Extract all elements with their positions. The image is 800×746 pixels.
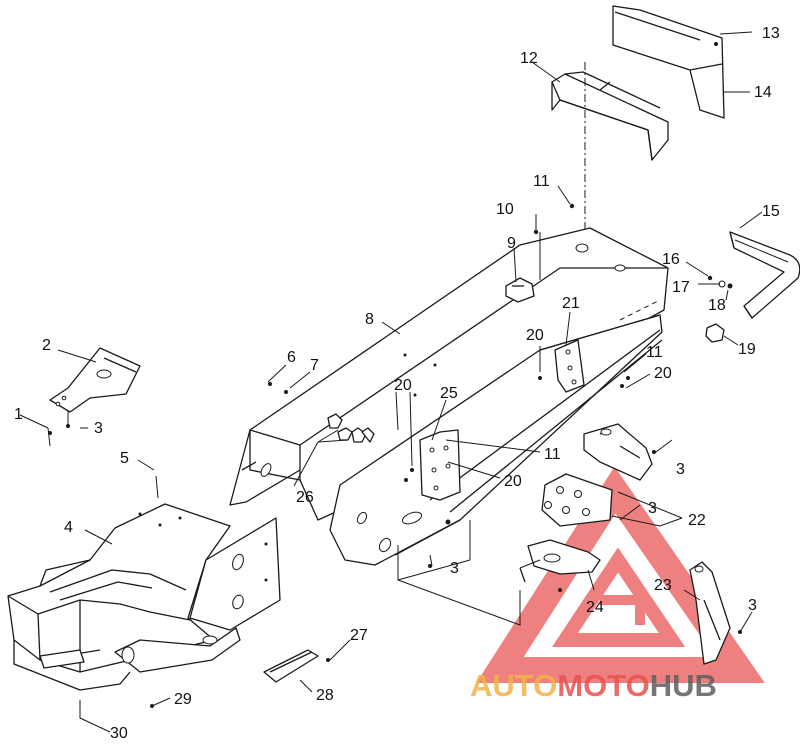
part-24-link xyxy=(519,539,601,583)
callout-12: 12 xyxy=(520,50,538,67)
svg-text:AUTOMOTOHUB: AUTOMOTOHUB xyxy=(470,668,717,703)
part-21-plate xyxy=(554,339,585,393)
callout-11-a: 11 xyxy=(533,173,550,190)
part-14-panel xyxy=(612,5,725,119)
callout-7: 7 xyxy=(310,357,319,374)
callout-1: 1 xyxy=(14,406,23,423)
part-15-tube xyxy=(729,231,800,319)
callout-16: 16 xyxy=(662,251,680,268)
callout-3-c: 3 xyxy=(676,461,685,478)
part-4-frame xyxy=(7,503,281,691)
part-12-bracket xyxy=(551,71,669,161)
callout-30: 30 xyxy=(110,725,128,742)
part-22-bracket-upper xyxy=(583,423,653,481)
callout-2: 2 xyxy=(42,337,51,354)
callout-20-b: 20 xyxy=(654,365,672,382)
callout-3-d: 3 xyxy=(648,500,657,517)
callout-25: 25 xyxy=(440,385,458,402)
callout-3-e: 3 xyxy=(748,597,757,614)
watermark-hub: HUB xyxy=(650,668,717,703)
callout-28: 28 xyxy=(316,687,334,704)
callout-22: 22 xyxy=(688,512,706,529)
callout-27: 27 xyxy=(350,627,368,644)
callout-5: 5 xyxy=(120,450,129,467)
callout-15: 15 xyxy=(762,203,780,220)
callout-3-a: 3 xyxy=(94,420,103,437)
hidden-lower-outline xyxy=(397,520,521,626)
callout-3-b: 3 xyxy=(450,560,459,577)
callout-26: 26 xyxy=(296,489,314,506)
callout-11-b: 11 xyxy=(646,344,663,361)
callout-10: 10 xyxy=(496,201,514,218)
callout-11-c: 11 xyxy=(544,446,561,463)
part-19-plug xyxy=(705,323,725,343)
part-26-bumpers xyxy=(327,413,375,443)
callout-21: 21 xyxy=(562,295,580,312)
callout-13: 13 xyxy=(762,25,780,42)
callout-6: 6 xyxy=(287,349,296,366)
callout-19: 19 xyxy=(738,341,756,358)
watermark-triangle-logo xyxy=(476,466,765,683)
part-22-bracket-lower xyxy=(541,473,613,527)
callout-20-d: 20 xyxy=(504,473,522,490)
callout-23: 23 xyxy=(654,577,672,594)
callout-20-c: 20 xyxy=(394,377,412,394)
fasteners xyxy=(48,203,742,708)
part-2-plate xyxy=(49,347,141,413)
callout-9: 9 xyxy=(507,235,516,252)
callout-18: 18 xyxy=(708,297,726,314)
parts-16-17-18-fasteners xyxy=(707,275,733,289)
callout-24: 24 xyxy=(586,599,604,616)
watermark-auto: AUTO xyxy=(470,668,557,703)
leader-lines xyxy=(19,31,763,733)
callout-17: 17 xyxy=(672,279,690,296)
callout-labels: 1 2 3 3 3 3 3 4 5 6 7 8 9 10 11 11 11 12… xyxy=(14,25,780,742)
part-25-plate xyxy=(419,429,461,501)
part-8-tunnel xyxy=(229,227,669,521)
watermark-logo xyxy=(476,466,765,683)
callout-29: 29 xyxy=(174,691,192,708)
callout-20-a: 20 xyxy=(526,327,544,344)
watermark-moto: MOTO xyxy=(557,668,649,703)
callout-14: 14 xyxy=(754,84,772,101)
callout-4: 4 xyxy=(64,519,73,536)
part-23-bracket xyxy=(689,561,731,665)
watermark-text: AUTOMOTOHUB xyxy=(470,668,717,703)
part-28-bracket xyxy=(263,649,319,683)
callout-8: 8 xyxy=(365,311,374,328)
